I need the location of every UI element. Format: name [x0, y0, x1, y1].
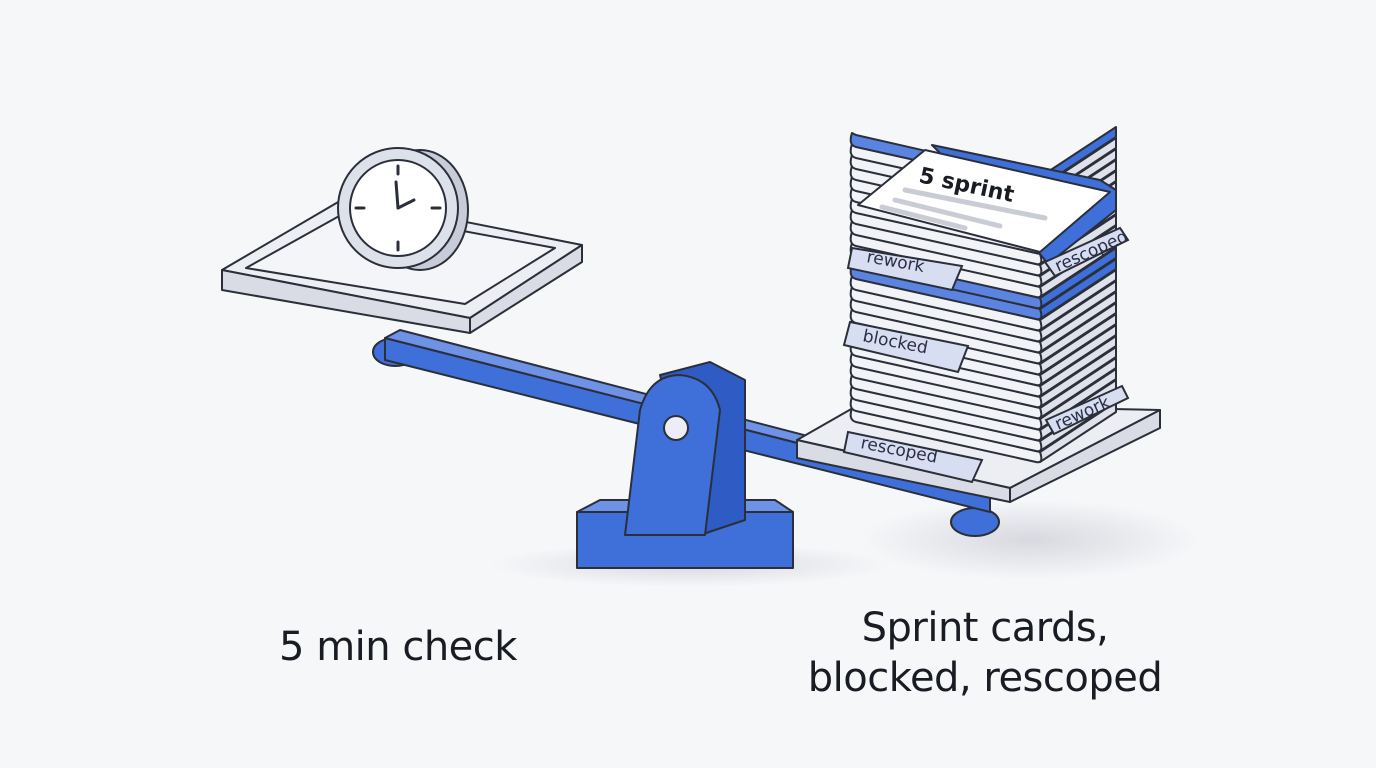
stack-card-edge	[849, 407, 1043, 464]
right-caption-line2: blocked, rescoped	[807, 655, 1163, 701]
top-sprint-card: 5 sprint	[857, 144, 1117, 265]
stack-card-edge	[849, 231, 1043, 288]
right-caption-line1: Sprint cards,	[861, 605, 1109, 651]
stack-card-edge	[849, 220, 1043, 277]
stack-card-edge	[849, 385, 1043, 442]
stack-card-edge	[849, 363, 1043, 420]
fulcrum-stand	[576, 361, 794, 569]
left-caption: 5 min check	[279, 624, 517, 670]
stack-card-edge	[849, 352, 1043, 409]
stack-card-edge	[849, 297, 1043, 354]
stack-card-edge	[849, 374, 1043, 431]
stack-card-edge	[849, 286, 1043, 343]
stack-card-edge	[849, 308, 1043, 365]
stack-card-edge	[849, 396, 1043, 453]
clock-icon	[337, 147, 469, 271]
tray-shadow	[860, 500, 1200, 580]
stack-card-edge	[849, 275, 1043, 332]
